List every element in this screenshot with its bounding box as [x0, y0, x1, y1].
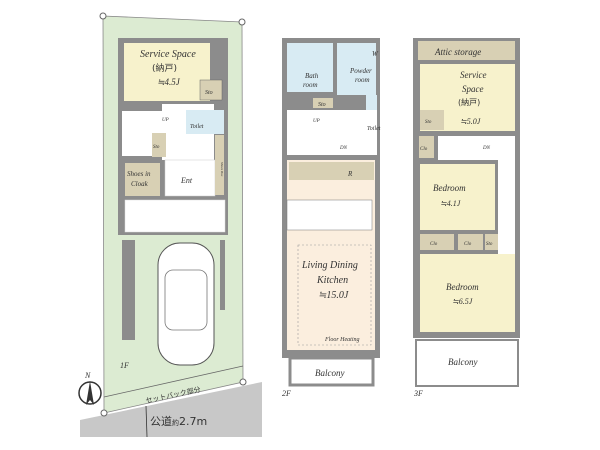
attic-storage-label: Attic storage — [434, 47, 481, 57]
2f-toilet-label: Toilet — [367, 126, 381, 132]
shoe-box-label: Shoes Box — [220, 162, 224, 177]
bath-label: Bath — [305, 72, 319, 80]
3f-clo1-label: Clo — [420, 147, 428, 152]
powder-room-label-2: room — [355, 76, 370, 84]
shoes-cloak-label: Shoes in — [127, 170, 151, 178]
floor-heating-label: Floor Heating — [324, 337, 360, 343]
3f-balcony-label: Balcony — [448, 357, 478, 367]
bedroom1-label: Bedroom — [433, 183, 466, 193]
1f-service-space-size: ≒4.5J — [157, 77, 181, 87]
1f-label: 1F — [120, 361, 129, 370]
compass-icon: N — [78, 371, 102, 405]
1f-sto2-label: Sto — [153, 145, 160, 150]
ldk-size: ≒15.0J — [318, 290, 349, 301]
road — [80, 382, 262, 437]
3f-clo2-label: Clo — [430, 242, 438, 247]
entrance-label: Ent — [180, 176, 193, 185]
3f-label: 3F — [413, 389, 423, 398]
3f-service-space-label-2: Space — [462, 84, 484, 94]
3f-service-space-label: Service — [460, 70, 486, 80]
svg-text:N: N — [84, 371, 91, 380]
1f-toilet-label: Toilet — [190, 124, 204, 130]
powder-room-label: Powder — [349, 67, 372, 75]
bath-label-2: room — [303, 81, 318, 89]
ldk-label: Living Dining — [301, 260, 358, 271]
fridge-label: R — [347, 170, 353, 178]
2f-up-label: UP — [313, 119, 320, 124]
3f-clo3-label: Clo — [464, 242, 472, 247]
2f-balcony-label: Balcony — [315, 368, 345, 378]
setback-line — [103, 365, 244, 398]
road-label: 公道約2.7m — [150, 414, 207, 428]
bedroom2-label: Bedroom — [446, 282, 479, 292]
3f-dn-label: DN — [482, 146, 491, 151]
ldk-label-2: Kitchen — [316, 275, 348, 286]
2f-label: 2F — [282, 389, 291, 398]
3f-service-space-size: ≒5.0J — [460, 117, 481, 126]
3f-sto-label: Sto — [425, 120, 432, 125]
washer-label: W — [372, 50, 379, 58]
2f-dn-label: DN — [339, 146, 348, 151]
1f-service-space-name: Service Space — [140, 49, 196, 60]
2f-sto-label: Sto — [318, 102, 326, 108]
1f-up-label: UP — [162, 118, 169, 123]
3f-service-space-jp: (納戸) — [458, 97, 480, 107]
3f-sto2-label: Sto — [486, 242, 493, 247]
1f-service-space-jp: (納戸) — [152, 62, 177, 74]
car-icon — [157, 242, 215, 366]
bedroom1-size: ≒4.1J — [440, 199, 461, 208]
1f-sto-label: Sto — [205, 90, 213, 96]
bedroom2-size: ≒6.5J — [452, 297, 473, 306]
shoes-cloak-label-2: Cloak — [131, 180, 149, 188]
